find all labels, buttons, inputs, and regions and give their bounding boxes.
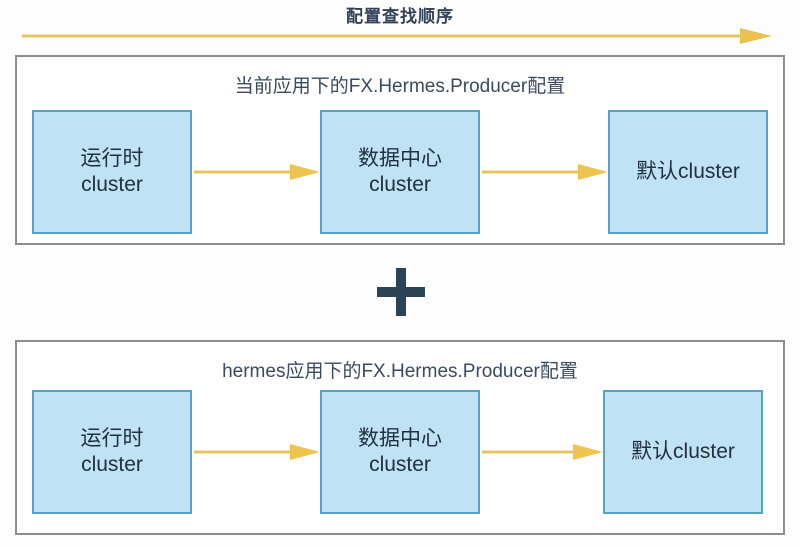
node-default-cluster-hermes[interactable]: 默认cluster — [603, 390, 763, 514]
node-label-line1: 运行时 — [80, 147, 144, 171]
arrow-datacenter-to-default-hermes — [482, 444, 603, 460]
node-runtime-cluster-hermes[interactable]: 运行时 cluster — [32, 390, 192, 514]
lookup-order-arrow-icon — [22, 28, 772, 44]
lookup-order-label: 配置查找顺序 — [346, 7, 454, 26]
node-runtime-cluster-current[interactable]: 运行时 cluster — [32, 110, 192, 234]
panel-hermes-application: hermes应用下的FX.Hermes.Producer配置 运行时 clust… — [15, 340, 785, 535]
node-label-line1: 数据中心 — [358, 427, 442, 451]
arrow-runtime-to-datacenter-hermes — [194, 444, 320, 460]
node-label-line1: 运行时 — [80, 427, 144, 451]
node-label-line1: 默认cluster — [631, 440, 735, 464]
node-label-line2: cluster — [369, 173, 431, 196]
panel-hermes-application-title: hermes应用下的FX.Hermes.Producer配置 — [222, 361, 578, 382]
node-label-line2: cluster — [81, 453, 143, 476]
node-label-line2: cluster — [369, 453, 431, 476]
node-label-line1: 默认cluster — [636, 160, 740, 184]
node-datacenter-cluster-hermes[interactable]: 数据中心 cluster — [320, 390, 480, 514]
node-default-cluster-current[interactable]: 默认cluster — [608, 110, 768, 234]
arrow-datacenter-to-default-current — [482, 164, 608, 180]
panel-current-application-title: 当前应用下的FX.Hermes.Producer配置 — [234, 76, 566, 97]
node-label-line2: cluster — [81, 173, 143, 196]
panel-current-application: 当前应用下的FX.Hermes.Producer配置 运行时 cluster 数… — [15, 55, 785, 245]
plus-icon — [377, 268, 425, 316]
arrow-runtime-to-datacenter-current — [194, 164, 320, 180]
node-datacenter-cluster-current[interactable]: 数据中心 cluster — [320, 110, 480, 234]
node-label-line1: 数据中心 — [358, 147, 442, 171]
